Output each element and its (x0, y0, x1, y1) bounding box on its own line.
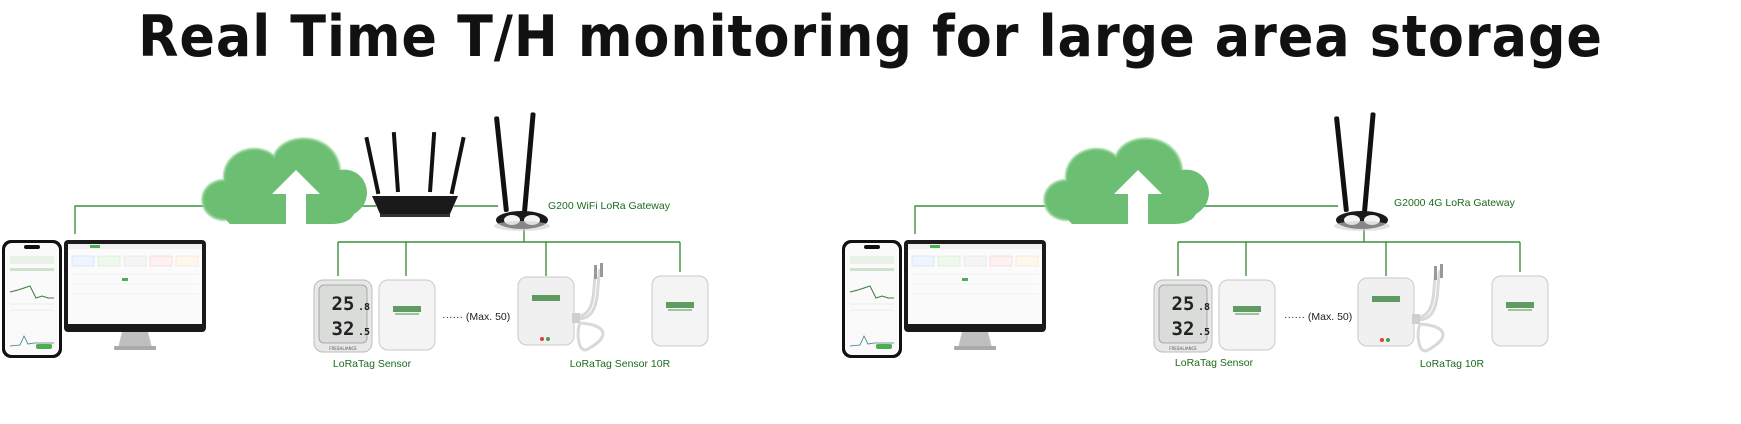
sensor-10r-icon (516, 261, 605, 352)
max-label: ······ (Max. 50) (442, 311, 510, 323)
cloud-upload-icon (1042, 137, 1211, 228)
lcd-sensor-icon (1153, 279, 1213, 353)
smartphone-icon (841, 239, 903, 359)
sensor-10r-label: LoRaTag Sensor 10R (570, 358, 671, 370)
sensor-icon (651, 275, 709, 347)
monitor-icon (63, 239, 207, 351)
system-2: G2000 4G LoRa Gateway ······ (Max. 50) L… (841, 112, 1549, 370)
page-title: Real Time T/H monitoring for large area … (138, 4, 1603, 70)
gateway-label: G200 WiFi LoRa Gateway (548, 200, 671, 212)
max-label: ······ (Max. 50) (1284, 311, 1352, 323)
wifi-router-icon (364, 132, 466, 217)
sensor-icon (378, 279, 436, 351)
sensor-10r-icon (1356, 262, 1445, 353)
sensor-10r-label: LoRaTag 10R (1420, 358, 1485, 370)
lcd-sensor-icon (313, 279, 373, 353)
monitor-icon (903, 239, 1047, 351)
smartphone-icon (1, 239, 63, 359)
gateway-label: G2000 4G LoRa Gateway (1394, 197, 1516, 209)
lora-gateway-icon (493, 112, 550, 231)
lora-gateway-icon (1333, 112, 1390, 231)
sensor-label: LoRaTag Sensor (333, 358, 412, 370)
sensor-icon (1491, 275, 1549, 347)
sensor-label: LoRaTag Sensor (1175, 357, 1254, 369)
sensor-icon (1218, 279, 1276, 351)
cloud-upload-icon (200, 137, 369, 228)
system-1: G200 WiFi LoRa Gateway ······ (Max. 50) … (1, 112, 709, 370)
